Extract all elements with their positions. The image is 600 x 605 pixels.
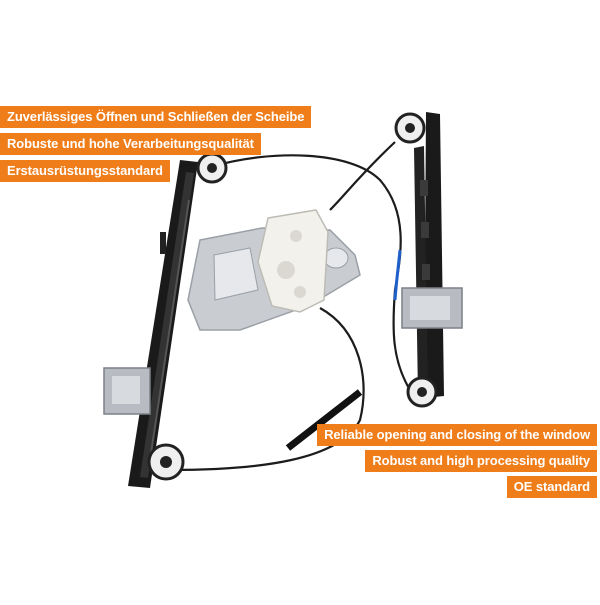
plastic-carrier xyxy=(257,209,329,313)
left-rail xyxy=(128,160,198,488)
feature-label-en-reliable: Reliable opening and closing of the wind… xyxy=(317,424,597,446)
right-bracket xyxy=(401,287,463,329)
feature-label-de-reliable: Zuverlässiges Öffnen und Schließen der S… xyxy=(0,106,312,128)
cable-sleeve xyxy=(285,389,363,451)
right-rail xyxy=(414,112,444,398)
cables xyxy=(169,141,411,472)
feature-label-de-oe-standard: Erstausrüstungsstandard xyxy=(0,160,170,182)
pulley-top-left xyxy=(196,152,228,184)
pulley-top-right xyxy=(394,112,426,144)
feature-label-en-quality: Robust and high processing quality xyxy=(365,450,597,472)
feature-label-en-oe-standard: OE standard xyxy=(506,476,597,498)
pulley-bottom-left xyxy=(147,443,185,481)
pulley-bottom-right xyxy=(406,376,438,408)
left-bracket xyxy=(103,367,151,415)
feature-label-de-quality: Robuste und hohe Verarbeitungsqualität xyxy=(0,133,261,155)
